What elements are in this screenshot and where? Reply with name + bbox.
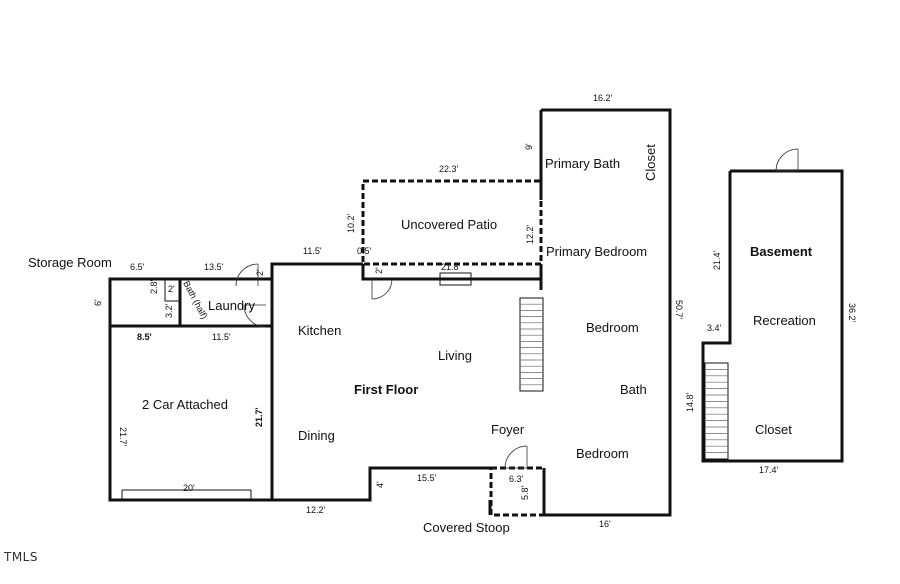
uncovered-patio-outline xyxy=(361,179,543,266)
bath-label: Bath xyxy=(620,382,647,397)
dimension-label: 16' xyxy=(599,519,611,529)
dimension-label: 21.7' xyxy=(118,427,128,447)
covered-stoop-label: Covered Stoop xyxy=(423,520,510,535)
basement-walls xyxy=(701,148,844,463)
dimension-label: 3.4' xyxy=(707,323,722,333)
primary-bedroom-label: Primary Bedroom xyxy=(546,244,647,259)
living-label: Living xyxy=(438,348,472,363)
foyer-door-icon xyxy=(504,445,528,469)
dimension-label: 12.2' xyxy=(525,224,535,244)
dimension-label: 2' xyxy=(374,267,384,274)
door-icon xyxy=(235,263,267,328)
bath-half-label: Bath (half) xyxy=(181,279,209,320)
dimension-label: 16.2' xyxy=(593,93,613,103)
dimension-label: 21.7' xyxy=(254,407,264,427)
dimension-label: 2.8' xyxy=(149,279,159,294)
dimension-label: 21.4' xyxy=(712,250,722,270)
uncovered-patio-label: Uncovered Patio xyxy=(401,217,497,232)
basement-staircase xyxy=(704,362,729,460)
dimension-label: 9' xyxy=(524,143,534,150)
dimension-label: 5.8' xyxy=(520,485,530,500)
patio-step xyxy=(439,272,472,286)
closet-basement-label: Closet xyxy=(755,422,792,437)
dimension-label: 36.2' xyxy=(847,303,857,323)
covered-stoop-outline xyxy=(489,466,546,517)
dimension-label: 6' xyxy=(93,299,103,306)
dimension-label: 0.5' xyxy=(357,246,372,256)
dimension-label: 2' xyxy=(168,284,175,294)
dimension-label: 11.5' xyxy=(303,246,322,256)
dimension-label: 13.5' xyxy=(204,262,224,272)
dimension-label: 8.5' xyxy=(137,332,152,342)
bedroom-1-label: Bedroom xyxy=(586,320,639,335)
closet-main-label: Closet xyxy=(643,144,658,181)
main-staircase xyxy=(519,297,544,392)
kitchen-label: Kitchen xyxy=(298,323,341,338)
basement-title: Basement xyxy=(750,244,813,259)
patio-door-icon xyxy=(371,278,393,300)
recreation-label: Recreation xyxy=(753,313,816,328)
dimension-label: 12.2' xyxy=(306,505,326,515)
dimension-label: 3.2' xyxy=(164,303,174,318)
first-floor-title: First Floor xyxy=(354,382,418,397)
dimension-label: 11.5' xyxy=(212,332,231,342)
dimension-label: 14.8' xyxy=(685,392,695,412)
dimension-label: 17.4' xyxy=(759,465,779,475)
storage-room-label: Storage Room xyxy=(28,255,112,270)
laundry-label: Laundry xyxy=(208,298,255,313)
primary-bath-label: Primary Bath xyxy=(545,156,620,171)
dimension-label: 22.3' xyxy=(439,164,459,174)
bedroom-2-label: Bedroom xyxy=(576,446,629,461)
mls-logo: TMLS xyxy=(3,550,38,564)
dimension-label: 6.5' xyxy=(130,262,145,272)
dimension-label: 50.7' xyxy=(674,300,684,320)
dimension-label: 4' xyxy=(375,481,385,488)
dimension-label: 15.5' xyxy=(417,473,437,483)
dimension-label: 20' xyxy=(183,483,195,493)
dimension-label: 2' xyxy=(255,269,265,276)
dimension-label: 21.8' xyxy=(441,262,461,272)
dimension-label: 10.2' xyxy=(346,213,356,233)
foyer-label: Foyer xyxy=(491,422,525,437)
dimension-label: 6.3' xyxy=(509,474,524,484)
dining-label: Dining xyxy=(298,428,335,443)
garage-label: 2 Car Attached xyxy=(142,397,228,412)
